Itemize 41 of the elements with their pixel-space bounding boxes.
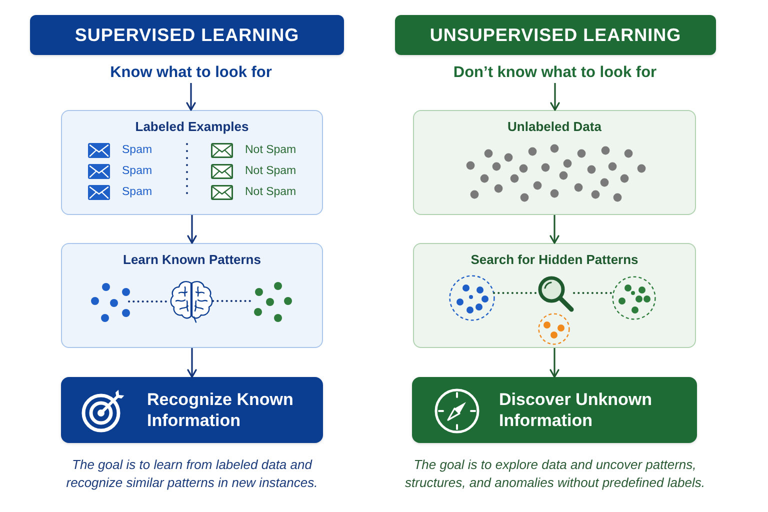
result-box <box>412 377 697 443</box>
goal-caption: The goal is to explore data and uncover patterns, structures, and anomalies without predefined labels. <box>404 456 706 492</box>
result-box <box>61 377 323 443</box>
subtitle-text: Don’t know what to look for <box>447 63 663 83</box>
panel-title: Learn Known Patterns <box>123 251 261 269</box>
panel-title: Unlabeled Data <box>508 118 602 136</box>
section-header: SUPERVISED LEARNING <box>30 15 344 55</box>
step-panel <box>413 243 696 348</box>
dot-cluster-icon <box>449 275 495 321</box>
category-label: Spam <box>122 143 152 158</box>
category-label: Spam <box>122 185 152 200</box>
dot-cluster-icon <box>538 313 570 345</box>
category-label: Not Spam <box>245 185 296 200</box>
section-header: UNSUPERVISED LEARNING <box>395 15 716 55</box>
step-panel <box>61 110 323 215</box>
arrow <box>186 83 196 111</box>
goal-caption: The goal is to learn from labeled data and recognize similar patterns in new instances. <box>65 456 319 492</box>
arrow <box>550 215 560 244</box>
step-panel <box>61 243 323 348</box>
dot-cluster-icon <box>91 283 130 322</box>
dotted-connector <box>128 300 169 302</box>
dot-cluster-icon <box>612 276 656 320</box>
category-label: Not Spam <box>245 164 296 179</box>
step-panel <box>413 110 696 215</box>
category-label: Spam <box>122 164 152 179</box>
panel-title: Labeled Examples <box>135 118 249 136</box>
arrow <box>187 215 197 244</box>
result-title: Discover Unknown Information <box>499 389 654 431</box>
panel-title: Search for Hidden Patterns <box>470 251 638 269</box>
subtitle-text: Know what to look for <box>104 63 278 83</box>
arrow <box>550 83 560 111</box>
dotted-connector <box>212 300 254 302</box>
result-title: Recognize Known Information <box>147 389 294 431</box>
brain-icon <box>169 279 214 323</box>
arrow <box>187 348 197 378</box>
arrow <box>550 348 560 378</box>
magnifier-icon <box>537 276 575 312</box>
category-label: Not Spam <box>245 143 296 158</box>
dotted-connector <box>493 292 537 294</box>
dotted-connector <box>573 292 612 294</box>
dot-cluster-icon <box>254 282 292 322</box>
